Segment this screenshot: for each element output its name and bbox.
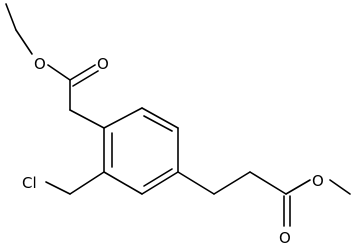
bond-carbonyl-top-double-b [72, 70, 99, 87]
bond-carbonyl-top-double-a [69, 64, 96, 81]
bond-o-to-methyl [329, 179, 351, 195]
ring-bond-2 [141, 107, 179, 129]
bond-ch2-to-ring [69, 109, 105, 129]
bond-ch2-to-cl [45, 181, 71, 195]
ring-inner-double-3 [143, 168, 173, 187]
chlorine-label: Cl [22, 174, 37, 192]
oxygen-label-carbonyl-bottom: O [279, 229, 291, 247]
oxygen-label-ester-top: O [34, 55, 46, 73]
ring-inner-double-2 [143, 115, 173, 132]
bond-o-carbonyl-carbon-top [47, 64, 71, 81]
bond-ring-to-ch2cl [69, 171, 105, 195]
bond-ethyl-ch3-ch2 [5, 3, 17, 31]
oxygen-label-carbonyl-top: O [97, 55, 109, 73]
ring-bond-5 [103, 171, 143, 195]
ring-bond-1 [103, 107, 143, 129]
bond-carbonyl-to-o-bottom [285, 179, 311, 195]
bond-ring-to-chain [177, 171, 215, 195]
bond-ch2-to-carbonyl-bottom [249, 171, 287, 195]
bond-chain-ch2-ch2 [213, 171, 251, 195]
bond-ethyl-ch2-o [15, 29, 33, 55]
ring-bond-4 [141, 171, 179, 195]
oxygen-label-ester-bottom: O [312, 172, 324, 190]
